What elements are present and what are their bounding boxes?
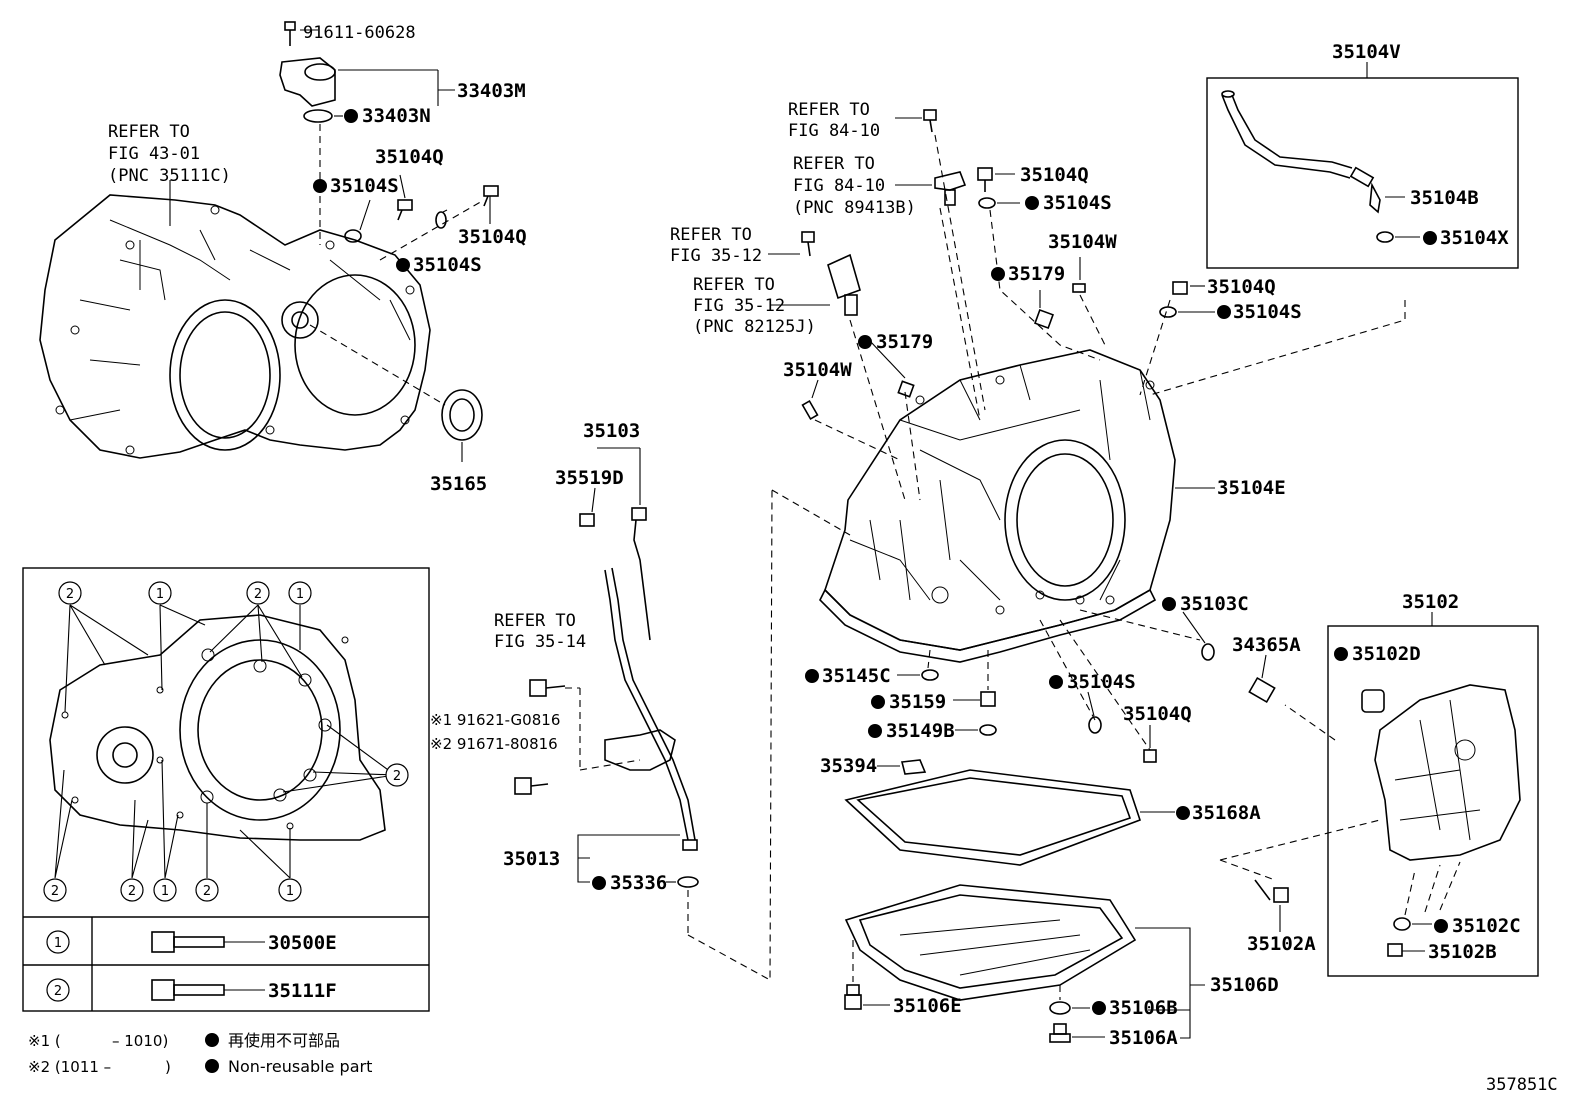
transmission-case-drawing: [768, 109, 1406, 1043]
refer-note-line: REFER TO: [793, 154, 875, 174]
footnotes: ※1 ( – 1010) ※2 (1011 – ) 再使用不可部品 Non-re…: [28, 1031, 372, 1076]
refer-note-line: FIG 84-10: [788, 121, 880, 141]
part-label: 35179: [1008, 263, 1065, 285]
refer-note-line: FIG 43-01: [108, 144, 200, 164]
refer-note-line: REFER TO: [108, 122, 190, 142]
part-label: 35519D: [555, 467, 624, 489]
part-label: 35013: [503, 848, 560, 870]
nonreusable-legend-dot: [205, 1059, 219, 1073]
refer-note-line: FIG 35-12: [670, 246, 762, 266]
refer-note-line: REFER TO: [693, 275, 775, 295]
bolt-table-part: 30500E: [268, 932, 337, 954]
position-mark: 2: [51, 884, 59, 899]
refer-note-line: REFER TO: [788, 100, 870, 120]
footnote-1-range: – 1010): [112, 1032, 168, 1050]
position-mark: 2: [254, 587, 262, 602]
part-label: 35104S: [1067, 671, 1136, 693]
refer-note-line: FIG 35-12: [693, 296, 785, 316]
pump-cover-box: [1219, 612, 1539, 977]
part-label: 35104Q: [458, 226, 527, 248]
figure-id: 357851C: [1486, 1075, 1558, 1095]
position-mark: 1: [286, 884, 294, 899]
position-mark: 2: [66, 587, 74, 602]
part-label: 35179: [876, 331, 933, 353]
part-label: 35394: [820, 755, 877, 777]
footnote-2-mark: ※2 (1011 –: [28, 1058, 111, 1076]
part-label: 35104S: [1043, 192, 1112, 214]
part-label: 35106A: [1109, 1027, 1178, 1049]
nonreusable-label-en: Non-reusable part: [228, 1057, 372, 1076]
part-label: 35106E: [893, 995, 962, 1017]
part-label: 35104S: [413, 254, 482, 276]
refer-note-line: (PNC 82125J): [693, 317, 816, 337]
position-markers: 2 1 2 1 2 2 2 1 2 1 1 2: [43, 581, 409, 1002]
position-mark: 2: [128, 884, 136, 899]
part-label: 35102: [1402, 591, 1459, 613]
position-mark: 2: [393, 769, 401, 784]
part-label: 34365A: [1232, 634, 1301, 656]
part-label: 35102C: [1452, 915, 1521, 937]
part-label: 35104Q: [1020, 164, 1089, 186]
bolt-table-part: 35111F: [268, 980, 337, 1002]
part-label: ※2 91671-80816: [430, 735, 558, 753]
refer-note-line: REFER TO: [670, 225, 752, 245]
refer-note-line: FIG 35-14: [494, 632, 586, 652]
part-label: 35104S: [330, 175, 399, 197]
part-label: 35165: [430, 473, 487, 495]
part-label: 35102D: [1352, 643, 1421, 665]
part-label: 35104B: [1410, 187, 1479, 209]
part-label: 35104Q: [375, 146, 444, 168]
part-label: 35103C: [1180, 593, 1249, 615]
part-label: 35104E: [1217, 477, 1286, 499]
part-label: 35103: [583, 420, 640, 442]
part-label: 35168A: [1192, 802, 1261, 824]
refer-note-line: (PNC 89413B): [793, 198, 916, 218]
nonreusable-markers: [313, 109, 1448, 1015]
part-labels: 91611-60628 33403M 33403N 35104Q 35104S …: [108, 23, 1558, 1095]
position-mark: 1: [296, 587, 304, 602]
part-label: 35104X: [1440, 227, 1509, 249]
bolt-table-mark: 2: [54, 984, 62, 999]
refer-note-line: (PNC 35111C): [108, 166, 231, 186]
small-parts-right: [1248, 654, 1289, 932]
part-label: 35104S: [1233, 301, 1302, 323]
part-label: 35104V: [1332, 41, 1401, 63]
part-label: ※1 91621-G0816: [430, 711, 560, 729]
part-label: 35159: [889, 691, 946, 713]
part-label: 35149B: [886, 720, 955, 742]
part-label: 35336: [610, 872, 667, 894]
position-mark: 2: [203, 884, 211, 899]
bolt-location-box: [22, 567, 430, 1012]
part-label: 35102A: [1247, 933, 1316, 955]
refer-note-line: REFER TO: [494, 611, 576, 631]
nonreusable-label-ja: 再使用不可部品: [228, 1031, 340, 1050]
refer-note-line: FIG 84-10: [793, 176, 885, 196]
part-label: 35106B: [1109, 997, 1178, 1019]
bolt-table-mark: 1: [54, 936, 62, 951]
part-label: 33403N: [362, 105, 431, 127]
footnote-2-range: ): [165, 1058, 171, 1076]
part-label: 35104W: [783, 359, 852, 381]
dipstick-drawing: [514, 447, 851, 981]
part-label: 35106D: [1210, 974, 1279, 996]
part-label: 35104Q: [1207, 276, 1276, 298]
footnote-1-mark: ※1 (: [28, 1032, 61, 1050]
transaxle-housing-drawing: [39, 21, 499, 462]
nonreusable-legend-dot: [205, 1033, 219, 1047]
part-label: 35102B: [1428, 941, 1497, 963]
part-label: 35104Q: [1123, 703, 1192, 725]
position-mark: 1: [161, 884, 169, 899]
part-label: 35104W: [1048, 231, 1117, 253]
position-mark: 1: [156, 587, 164, 602]
breather-hose-box: [1206, 62, 1519, 269]
part-label: 33403M: [457, 80, 526, 102]
part-label: 35145C: [822, 665, 891, 687]
part-label: 91611-60628: [303, 23, 416, 43]
